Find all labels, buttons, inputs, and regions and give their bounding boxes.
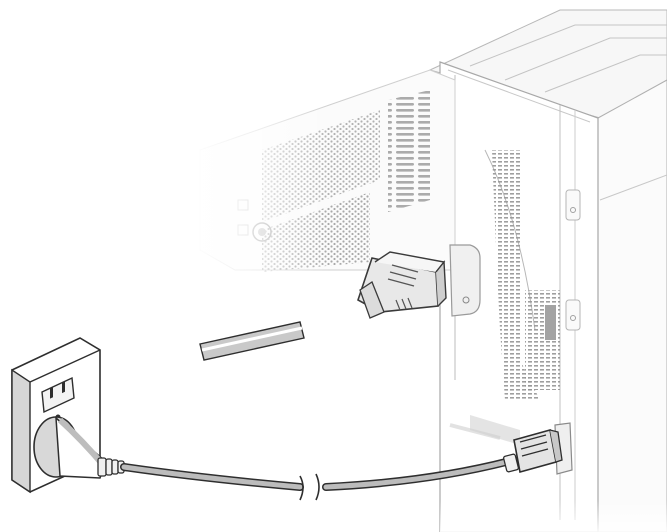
- detached-cord-segment: [199, 321, 305, 361]
- power-inlet-plug: [300, 251, 447, 340]
- rear-vent-grille: [190, 60, 560, 400]
- printer-body: [428, 9, 667, 532]
- wall-plug: [33, 416, 125, 479]
- power-cord: [120, 456, 518, 501]
- printer-side-inlet: [449, 415, 573, 475]
